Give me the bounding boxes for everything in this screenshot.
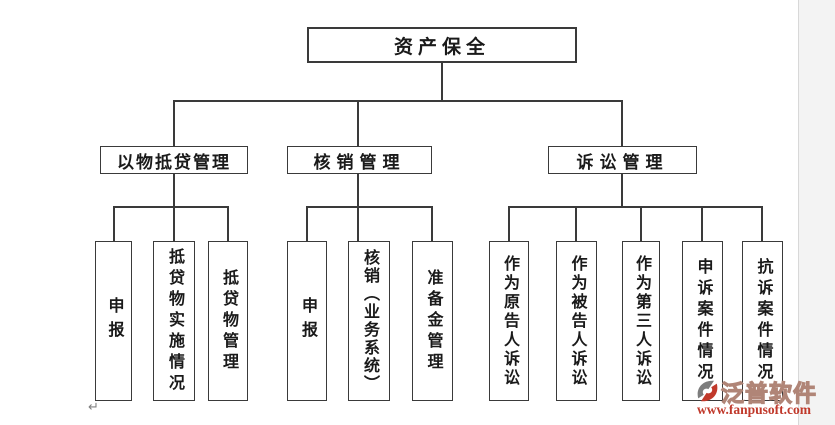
connector-line: [113, 206, 228, 208]
node-asset-preservation: 资产保全: [307, 27, 577, 63]
node-label: 核销（业务系统）: [361, 249, 378, 393]
connector-line: [173, 174, 175, 206]
node-label: 作为第三人诉讼: [633, 254, 650, 388]
node-label: 准备金管理: [424, 268, 442, 374]
watermark-url: www.fanpusoft.com: [697, 402, 812, 417]
node-label: 作为被告人诉讼: [568, 254, 586, 388]
connector-line: [227, 206, 229, 241]
paragraph-mark: ↵: [88, 399, 99, 414]
leaf-collateral-implementation-status: 抵贷物实施情况: [153, 241, 195, 401]
leaf-write-off-business-system: 核销（业务系统）: [348, 241, 390, 401]
node-label: 申诉案件情况: [694, 258, 712, 384]
leaf-third-party-litigation: 作为第三人诉讼: [622, 241, 660, 401]
leaf-defendant-litigation: 作为被告人诉讼: [556, 241, 597, 401]
connector-line: [113, 206, 115, 241]
connector-line: [508, 206, 762, 208]
watermark-brand: 泛普软件: [720, 379, 817, 406]
connector-line: [357, 206, 359, 241]
branch-collateral-loan-management: 以物抵贷管理: [100, 146, 248, 174]
connector-line: [306, 206, 432, 208]
branch-write-off-management: 核销管理: [287, 146, 432, 174]
node-label: 抵贷物实施情况: [166, 247, 183, 395]
leaf-collateral-management: 抵贷物管理: [208, 241, 248, 401]
connector-line: [761, 206, 763, 241]
connector-line: [306, 206, 308, 241]
connector-line: [621, 174, 623, 206]
leaf-reserve-management: 准备金管理: [412, 241, 453, 401]
branch-litigation-management: 诉讼管理: [548, 146, 697, 174]
connector-line: [173, 100, 175, 146]
connector-line: [621, 100, 623, 146]
leaf-declaration: 申报: [95, 241, 132, 401]
node-label: 核销管理: [313, 152, 406, 172]
connector-line: [173, 206, 175, 241]
node-label: 作为原告人诉讼: [501, 254, 518, 388]
connector-line: [575, 206, 577, 241]
leaf-appeal-case-status: 申诉案件情况: [682, 241, 723, 401]
leaf-plaintiff-litigation: 作为原告人诉讼: [489, 241, 529, 401]
node-label: 抗诉案件情况: [754, 258, 772, 384]
connector-line: [441, 63, 443, 100]
connector-line: [173, 100, 622, 102]
fanpu-logo-icon: [697, 380, 718, 402]
connector-line: [640, 206, 642, 241]
node-label: 以物抵贷管理: [117, 152, 231, 172]
connector-line: [357, 100, 359, 146]
page-margin-strip: [798, 0, 835, 425]
node-label: 申报: [299, 297, 316, 345]
connector-line: [357, 174, 359, 206]
watermark: 泛普软件 www.fanpusoft.com: [694, 376, 820, 420]
connector-line: [508, 206, 510, 241]
connector-line: [431, 206, 433, 241]
leaf-declaration-writeoff: 申报: [287, 241, 327, 401]
connector-line: [701, 206, 703, 241]
leaf-protest-case-status: 抗诉案件情况: [742, 241, 783, 401]
node-label: 诉讼管理: [576, 152, 669, 172]
node-label: 申报: [105, 297, 123, 345]
node-label: 资产保全: [393, 36, 490, 58]
node-label: 抵贷物管理: [220, 268, 237, 374]
